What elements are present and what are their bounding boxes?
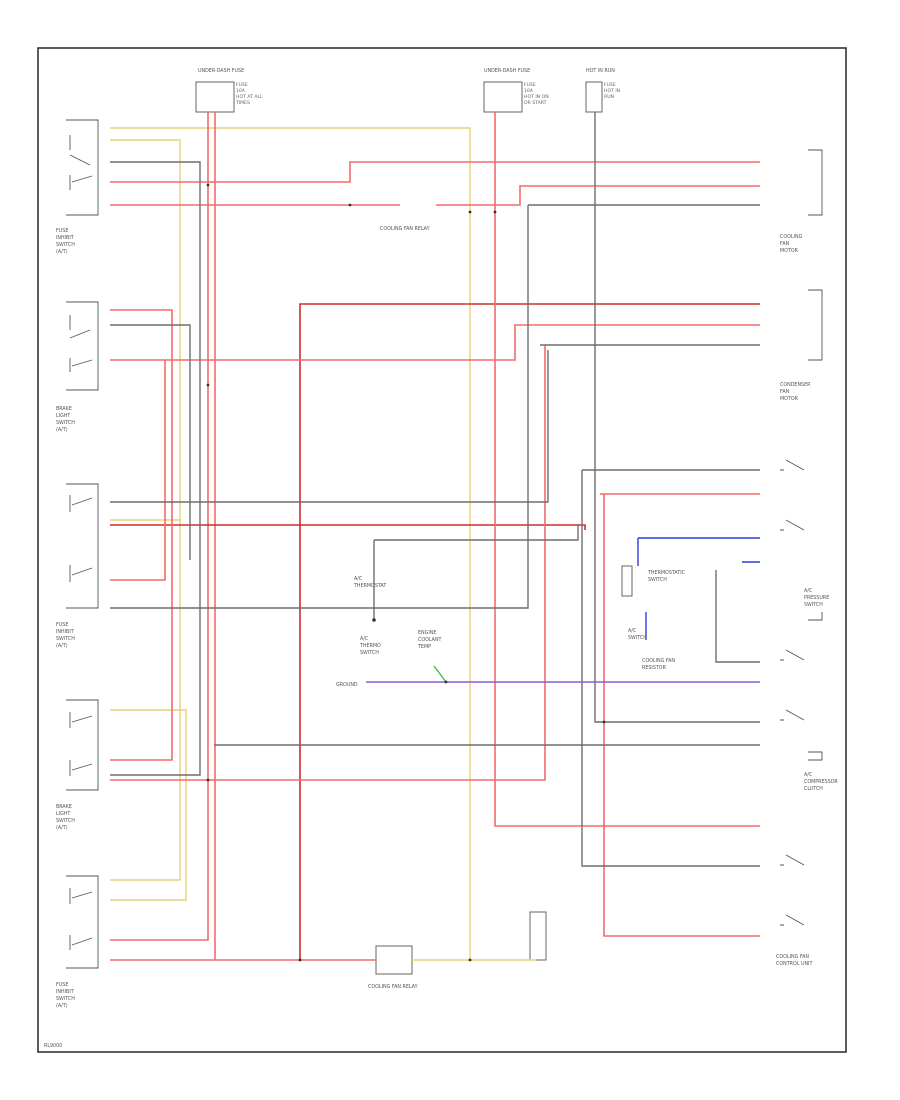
svg-text:MOTOR: MOTOR [780, 248, 799, 254]
fuse-box-mid [483, 81, 523, 113]
svg-text:SWITCH: SWITCH [56, 996, 75, 1002]
relay-top-label: COOLING FAN RELAY [380, 226, 430, 232]
svg-text:THERMOSTATIC: THERMOSTATIC [647, 570, 686, 576]
svg-text:(A/T): (A/T) [56, 1003, 68, 1009]
svg-text:FUSE: FUSE [524, 82, 536, 88]
switch-block-4-outline [66, 699, 99, 791]
svg-text:SWITCH: SWITCH [360, 650, 379, 656]
svg-text:CONDENSER: CONDENSER [780, 382, 811, 388]
svg-text:(A/T): (A/T) [56, 427, 68, 433]
svg-text:LIGHT: LIGHT [56, 413, 70, 419]
right-connectors [780, 149, 823, 926]
switch-block-2-outline [66, 301, 99, 391]
svg-text:SWITCH: SWITCH [804, 602, 823, 608]
labels: UNDER-DASH FUSE UNDER-DASH FUSE HOT IN R… [56, 68, 838, 1009]
svg-text:HOT AT ALL: HOT AT ALL [236, 94, 263, 100]
svg-text:CONTROL UNIT: CONTROL UNIT [776, 961, 812, 967]
thermo-switch-box [621, 565, 633, 597]
svg-text:FAN: FAN [780, 389, 790, 395]
hot-run-title: HOT IN RUN [586, 68, 615, 74]
svg-text:HOT IN ON: HOT IN ON [524, 94, 549, 100]
svg-text:SWITCH: SWITCH [56, 818, 75, 824]
switch-block-5-outline [66, 875, 99, 969]
svg-text:SWITCH: SWITCH [56, 242, 75, 248]
svg-text:LIGHT: LIGHT [56, 811, 70, 817]
connector-bracket-4 [808, 751, 823, 761]
component-box-right-bottom [529, 911, 547, 961]
svg-text:THERMO: THERMO [359, 643, 381, 649]
svg-text:TIMES: TIMES [235, 100, 250, 106]
svg-text:SWITCH: SWITCH [648, 577, 667, 583]
relay-bottom-label: COOLING FAN RELAY [368, 984, 418, 990]
svg-text:MOTOR: MOTOR [780, 396, 799, 402]
svg-text:BRAKE: BRAKE [56, 406, 72, 412]
fuse-boxes [195, 81, 633, 975]
svg-text:A/C: A/C [804, 588, 813, 594]
connector-bracket-1 [808, 149, 823, 216]
svg-text:10A: 10A [236, 88, 246, 94]
svg-text:FUSE: FUSE [604, 82, 616, 88]
svg-text:INHIBIT: INHIBIT [56, 989, 74, 995]
svg-text:A/C: A/C [628, 628, 637, 634]
svg-text:THERMOSTAT: THERMOSTAT [353, 583, 386, 589]
svg-text:FUSE: FUSE [56, 622, 68, 628]
svg-text:FAN: FAN [780, 241, 790, 247]
svg-text:RESISTOR: RESISTOR [642, 665, 667, 671]
svg-text:COOLANT: COOLANT [418, 637, 442, 643]
svg-text:FUSE: FUSE [236, 82, 248, 88]
svg-text:(A/T): (A/T) [56, 643, 68, 649]
svg-text:TEMP: TEMP [417, 644, 431, 650]
relay-bottom-box [375, 945, 413, 975]
svg-text:A/C: A/C [804, 772, 813, 778]
svg-text:PRESSURE: PRESSURE [804, 595, 829, 601]
svg-text:FUSE: FUSE [56, 982, 68, 988]
connector-bracket-3 [808, 612, 823, 621]
svg-text:10A: 10A [524, 88, 534, 94]
svg-text:SWITCH: SWITCH [628, 635, 647, 641]
svg-text:SWITCH: SWITCH [56, 636, 75, 642]
switch-block-1-outline [66, 119, 99, 216]
diagram-frame [37, 47, 847, 1053]
svg-text:HOT IN: HOT IN [604, 88, 620, 94]
svg-text:(A/T): (A/T) [56, 249, 68, 255]
svg-text:COOLING: COOLING [780, 234, 803, 240]
fuse-box-left [195, 81, 235, 113]
svg-text:RUN: RUN [604, 94, 614, 100]
svg-text:A/C: A/C [360, 636, 369, 642]
fuse-mid-title: UNDER-DASH FUSE [484, 68, 530, 74]
switch-block-3-outline [66, 483, 99, 609]
svg-text:COOLING FAN: COOLING FAN [642, 658, 675, 664]
svg-text:CLUTCH: CLUTCH [804, 786, 823, 792]
svg-text:OR START: OR START [524, 100, 547, 106]
svg-text:INHIBIT: INHIBIT [56, 629, 74, 635]
fuse-left-title: UNDER-DASH FUSE [198, 68, 244, 74]
wires [110, 112, 760, 961]
svg-text:SWITCH: SWITCH [56, 420, 75, 426]
footer-code: RL9000 [44, 1044, 63, 1049]
svg-text:(A/T): (A/T) [56, 825, 68, 831]
svg-text:A/C: A/C [354, 576, 363, 582]
junction-dots [206, 183, 606, 962]
svg-text:GROUND: GROUND [336, 682, 358, 688]
svg-text:COOLING FAN: COOLING FAN [776, 954, 809, 960]
svg-text:ENGINE: ENGINE [418, 630, 436, 636]
left-switch-blocks [66, 119, 99, 969]
svg-text:COMPRESSOR: COMPRESSOR [804, 779, 838, 785]
fuse-box-right [585, 81, 603, 113]
svg-text:BRAKE: BRAKE [56, 804, 72, 810]
svg-text:INHIBIT: INHIBIT [56, 235, 74, 241]
svg-text:FUSE: FUSE [56, 228, 68, 234]
connector-bracket-2 [808, 289, 823, 361]
